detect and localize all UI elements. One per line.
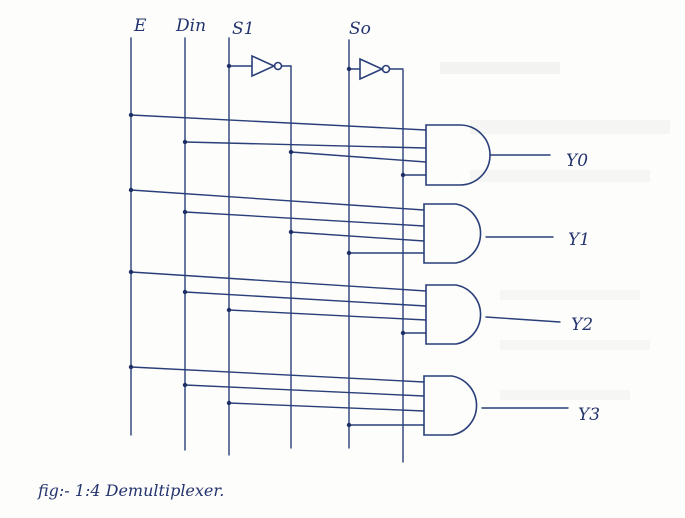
label-s0: So [349, 19, 371, 39]
not-gate-s1 [226, 54, 292, 78]
label-enable: E [133, 16, 147, 36]
label-y1: Y1 [568, 230, 590, 250]
label-din: Din [175, 16, 206, 36]
not-gate-s0 [346, 57, 404, 81]
figure-caption: fig:- 1:4 Demultiplexer. [37, 481, 224, 500]
and-gate-y2 [128, 269, 561, 345]
and-gate-y0 [128, 112, 551, 186]
label-y0: Y0 [566, 151, 588, 171]
and-gate-y1 [128, 187, 554, 264]
bleed-through-texture [440, 62, 670, 400]
label-s1: S1 [232, 19, 254, 39]
and-gate-y3 [128, 364, 569, 436]
label-y2: Y2 [571, 315, 593, 335]
label-y3: Y3 [578, 405, 600, 425]
